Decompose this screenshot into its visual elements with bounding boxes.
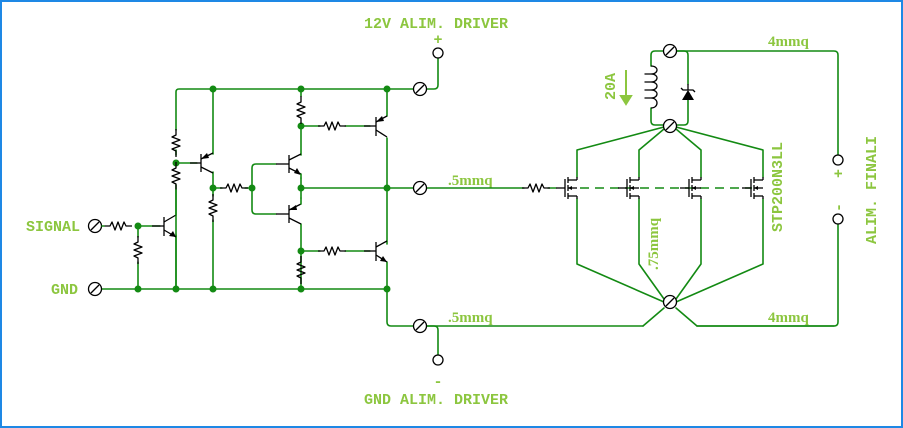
resistor-r5 [296,95,306,125]
resistor-r1 [171,128,181,158]
mosfet-4 [742,177,764,199]
drain-wire-label: .75mmq [646,217,662,270]
supply-final-pos-sign: + [831,169,848,178]
supply-connectors [432,47,844,366]
ground-input-label: GND [51,282,78,299]
resistor-r3 [208,193,218,223]
supply-driver-neg-sign: - [433,374,442,391]
load-bottom-wire-label: 4mmq [768,310,809,326]
transistor-q1 [152,189,177,238]
junction-dots [134,85,391,293]
current-arrow-icon [619,70,633,106]
supply-driver-pos-sign: + [433,32,442,49]
resistor-r4 [219,183,249,193]
transistor-q5 [364,115,388,138]
connector-final-neg [832,213,844,225]
inductor-icon [644,65,658,109]
connector-driver-neg [432,354,444,366]
resistor-r2 [171,161,181,191]
ground-wire-label: .5mmq [448,310,493,326]
terminal-supply-neg [412,318,428,334]
resistor-input-pulldown [133,235,143,265]
terminal-source [662,294,678,310]
load-current-label: 20A [603,73,620,100]
resistor-r6 [317,121,347,131]
mosfet-part-label: STP200N3LL [770,142,787,232]
supply-driver-pos-label: 12V ALIM. DRIVER [364,16,508,33]
signal-input-label: SIGNAL [26,219,80,236]
terminal-signal [87,218,103,234]
resistors [103,95,551,285]
connector-driver-pos [432,47,444,59]
terminal-load-top [662,43,678,59]
supply-final-neg-sign: - [831,203,848,212]
mosfets [556,177,764,199]
load-top-wire-label: 4mmq [768,34,809,50]
terminal-gate-out [412,180,428,196]
transistor-q6 [364,240,388,263]
mosfet-1 [556,177,578,199]
transistor-q3 [276,153,302,179]
supply-driver-neg-label: GND ALIM. DRIVER [364,392,508,409]
resistor-r8 [317,246,347,256]
resistor-gate [521,183,551,193]
terminal-supply-pos [412,81,428,97]
resistor-input [103,221,133,231]
mosfet-2 [618,177,640,199]
gate-wire-label: .5mmq [448,173,493,189]
transistor-q2 [190,152,214,174]
mosfet-3 [680,177,702,199]
transistor-q4 [276,197,302,225]
terminal-gnd [87,281,103,297]
connector-final-pos [832,154,844,166]
terminal-load-drain [662,118,678,134]
supply-final-label: ALIM. FINALI [864,136,881,244]
transistors [152,115,388,263]
diode-icon [680,84,696,100]
